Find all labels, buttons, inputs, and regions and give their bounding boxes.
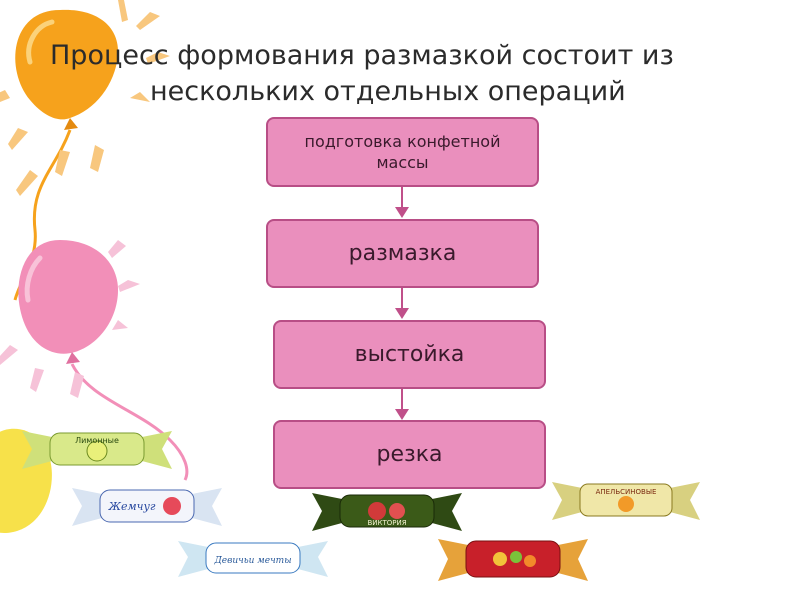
- candy-wrapper-lemon-image: Лимонные: [22, 431, 172, 469]
- step-label: резка: [376, 442, 443, 467]
- svg-text:Жемчуг: Жемчуг: [108, 500, 156, 513]
- step-label: выстойка: [354, 342, 465, 367]
- title-line-2: нескольких отдельных операций: [150, 76, 626, 107]
- step-box-standing: выстойка: [273, 320, 546, 389]
- svg-text:ВИКТОРИЯ: ВИКТОРИЯ: [367, 519, 406, 527]
- candy-wrapper-orange-image: АПЕЛЬСИНОВЫЕ: [552, 482, 700, 520]
- svg-text:Лимонные: Лимонные: [75, 436, 119, 445]
- step-label: подготовка конфетной массы: [304, 132, 501, 172]
- step-box-spreading: размазка: [266, 219, 539, 288]
- flow-arrow-3: [395, 389, 409, 420]
- pink-balloon-illustration: [18, 240, 189, 481]
- candy-wrapper-zhemchug-image: Жемчуг: [72, 488, 222, 526]
- flow-arrow-1: [395, 187, 409, 218]
- candy-wrapper-fruit-image: [438, 539, 588, 581]
- step-label: размазка: [348, 241, 457, 266]
- svg-text:Девичьи мечты: Девичьи мечты: [213, 556, 291, 566]
- step-box-cutting: резка: [273, 420, 546, 489]
- sun-rays-decoration: [0, 0, 170, 196]
- pink-rays-decoration: [0, 240, 140, 398]
- title-line-1: Процесс формования размазкой состоит из: [50, 40, 674, 71]
- flow-arrow-2: [395, 288, 409, 319]
- candy-wrapper-dream-image: Девичьи мечты: [178, 541, 328, 577]
- step-box-preparation: подготовка конфетной массы: [266, 117, 539, 187]
- candy-wrapper-victoria-image: ВИКТОРИЯ: [312, 493, 462, 531]
- svg-text:АПЕЛЬСИНОВЫЕ: АПЕЛЬСИНОВЫЕ: [596, 488, 657, 496]
- slide-title: Процесс формования размазкой состоит из …: [40, 38, 780, 110]
